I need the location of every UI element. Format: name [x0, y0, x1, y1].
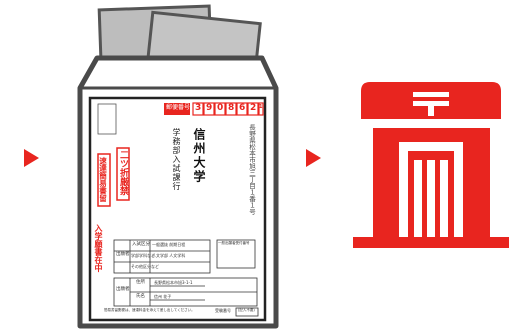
post-office-icon	[0, 0, 513, 331]
